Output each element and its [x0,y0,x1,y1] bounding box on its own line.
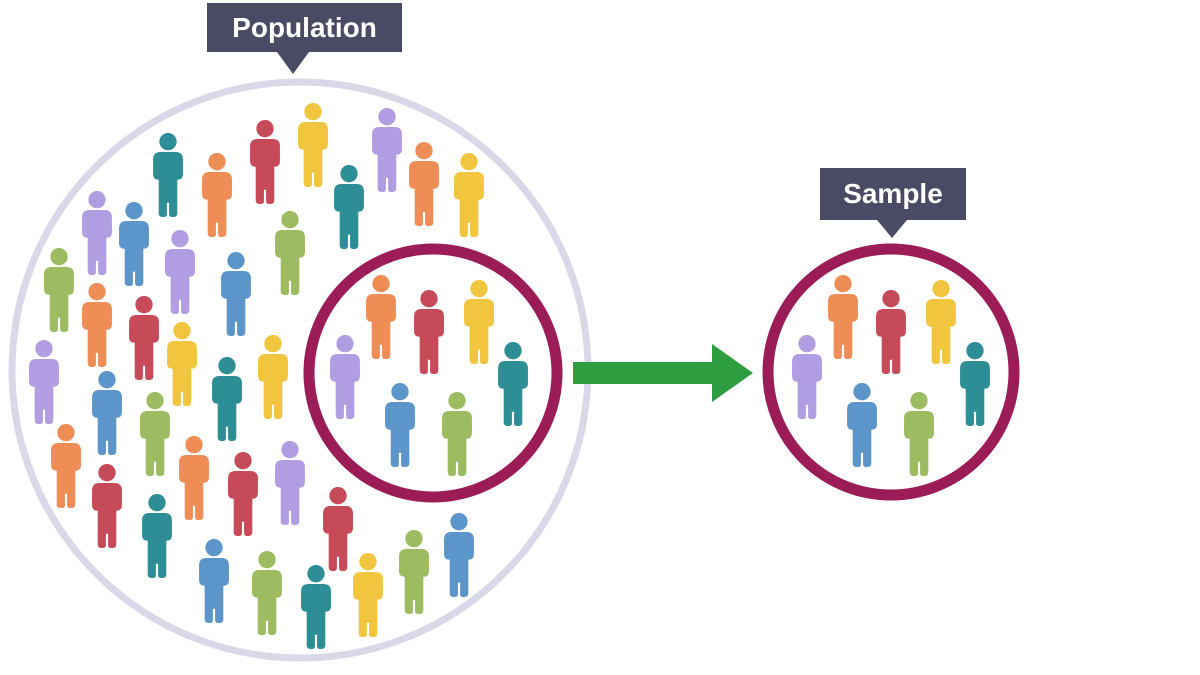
person-icon-yellow [454,153,484,238]
person-icon-purple [82,191,112,276]
person-icon-blue [221,252,251,337]
person-icon-teal [212,357,242,442]
population-label: Population [207,3,402,74]
person-icon-yellow [258,335,288,420]
person-icon-blue [847,383,877,468]
person-icon-yellow [926,280,956,365]
person-icon-blue [119,202,149,287]
sampling-arrow-icon [573,344,753,402]
person-icon-teal [153,133,183,218]
person-icon-orange [82,283,112,368]
person-icon-green [140,392,170,477]
person-icon-green [44,248,74,333]
person-icon-orange [828,275,858,360]
person-icon-purple [275,441,305,526]
person-icon-red [228,452,258,537]
person-icon-red [250,120,280,205]
person-icon-red [129,296,159,381]
person-icon-orange [179,436,209,521]
person-icon-orange [409,142,439,227]
person-icon-blue [444,513,474,598]
sample-label: Sample [820,168,966,238]
person-icon-teal [301,565,331,650]
person-icon-purple [29,340,59,425]
person-icon-purple [165,230,195,315]
person-icon-teal [960,342,990,427]
person-icon-yellow [353,553,383,638]
person-icon-yellow [298,103,328,188]
person-icon-orange [51,424,81,509]
person-icon-purple [330,335,360,420]
person-icon-red [414,290,444,375]
person-icon-blue [199,539,229,624]
person-icon-purple [792,335,822,420]
person-icon-teal [142,494,172,579]
sample-people [792,275,990,477]
person-icon-orange [366,275,396,360]
person-icon-red [876,290,906,375]
person-icon-green [442,392,472,477]
person-icon-green [904,392,934,477]
person-icon-teal [498,342,528,427]
sample-label-text: Sample [843,178,943,209]
population-label-text: Population [232,11,377,43]
selected-people [330,275,528,477]
population-people [29,103,484,650]
person-icon-purple [372,108,402,193]
person-icon-red [92,464,122,549]
person-icon-red [323,487,353,572]
person-icon-teal [334,165,364,250]
person-icon-blue [92,371,122,456]
person-icon-yellow [464,280,494,365]
person-icon-orange [202,153,232,238]
person-icon-green [275,211,305,296]
person-icon-green [252,551,282,636]
selected-subset-circle [303,243,563,503]
sample-circle [762,243,1020,501]
person-icon-yellow [167,322,197,407]
person-icon-blue [385,383,415,468]
person-icon-green [399,530,429,615]
